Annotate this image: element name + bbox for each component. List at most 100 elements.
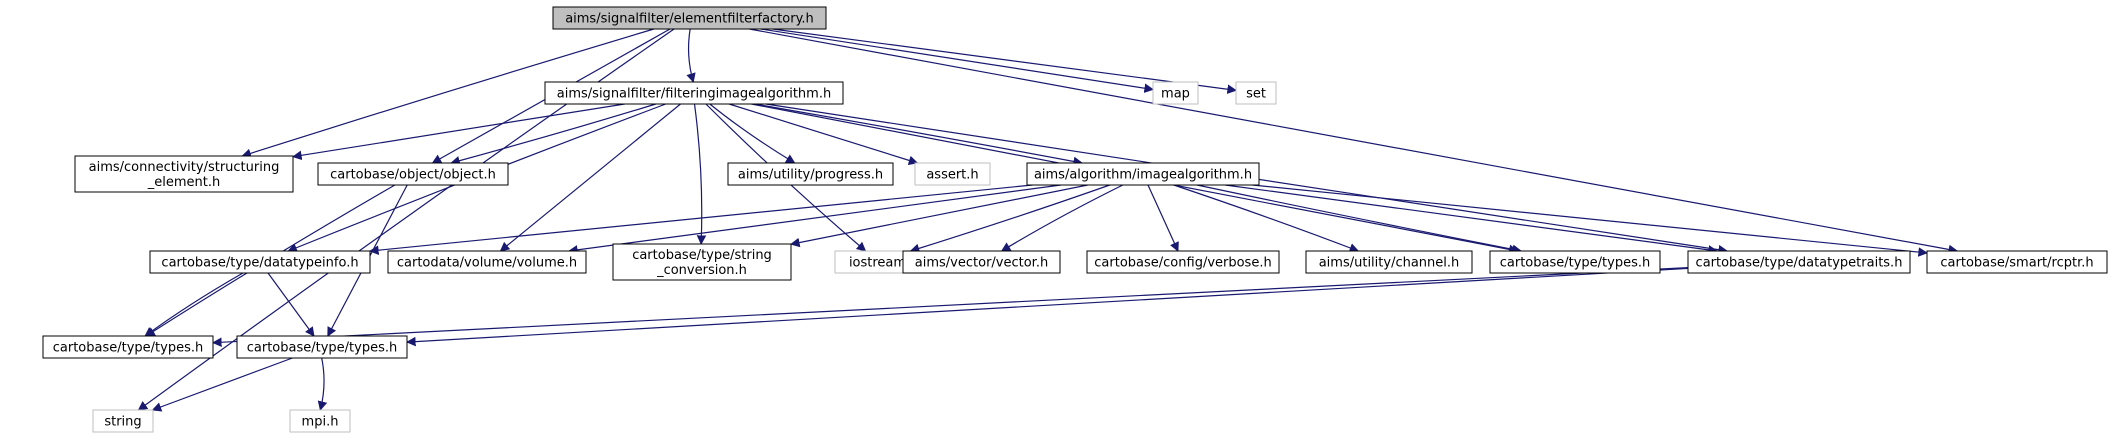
node-dtinfo[interactable]: cartobase/type/datatypeinfo.h	[149, 250, 371, 274]
edge-imagealgo-to-verbose	[1147, 184, 1179, 252]
edge-fia-to-strconv	[693, 103, 707, 245]
node-box	[236, 335, 408, 359]
node-label: aims/utility/progress.h	[738, 168, 883, 183]
node-box	[1305, 250, 1473, 274]
edge-imagealgo-to-types_r	[1196, 184, 1522, 255]
node-iostream: iostream	[834, 250, 921, 274]
node-channel[interactable]: aims/utility/channel.h	[1305, 250, 1473, 274]
node-vector[interactable]: aims/vector/vector.h	[902, 250, 1061, 274]
edge-root-to-set	[772, 28, 1237, 94]
edge-root-to-fia	[686, 28, 696, 83]
node-types_m[interactable]: cartobase/type/types.h	[236, 335, 408, 359]
edge-fia-to-assert	[728, 103, 919, 165]
node-map: map	[1152, 81, 1199, 105]
edge-dttraits-to-types_m	[406, 267, 1689, 347]
node-types_l[interactable]: cartobase/type/types.h	[42, 335, 214, 359]
node-volume[interactable]: cartodata/volume/volume.h	[387, 250, 587, 274]
node-box	[1489, 250, 1661, 274]
edge-fia-to-struct	[292, 103, 625, 161]
edge-types_m-to-string	[151, 357, 293, 412]
node-label: iostream	[849, 256, 906, 271]
node-mpi: mpi.h	[289, 409, 351, 433]
node-box	[74, 155, 294, 193]
node-label: aims/connectivity/structuring	[89, 160, 280, 175]
node-box	[902, 250, 1061, 274]
node-label: cartobase/type/types.h	[247, 341, 397, 356]
node-label: cartobase/type/datatypeinfo.h	[161, 256, 358, 271]
node-label: cartobase/type/types.h	[1500, 256, 1650, 271]
node-dttraits[interactable]: cartobase/type/datatypetraits.h	[1687, 250, 1911, 274]
node-label: cartobase/type/datatypetraits.h	[1696, 256, 1903, 271]
node-box	[552, 6, 827, 30]
node-box	[92, 409, 154, 433]
edge-fia-to-imagealgo	[754, 103, 1083, 167]
node-assert: assert.h	[914, 162, 991, 186]
edge-imagealgo-to-volume	[568, 184, 1062, 255]
edge-imagealgo-to-channel	[1173, 184, 1360, 253]
edge-imagealgo-to-strconv	[790, 184, 1088, 248]
node-box	[1235, 81, 1277, 105]
node-label: aims/algorithm/imagealgorithm.h	[1034, 168, 1252, 183]
node-label: cartobase/type/string	[632, 248, 772, 263]
edge-types_m-to-mpi	[317, 357, 328, 411]
node-strconv[interactable]: cartobase/type/string_conversion.h	[612, 243, 792, 281]
node-box	[1687, 250, 1911, 274]
node-label: string	[104, 415, 141, 430]
nodes-layer: aims/signalfilter/elementfilterfactory.h…	[42, 6, 2108, 433]
node-label: cartobase/type/types.h	[53, 341, 203, 356]
node-label: mpi.h	[302, 415, 339, 430]
node-label: aims/signalfilter/filteringimagealgorith…	[557, 87, 831, 102]
edge-dtinfo-to-types_l	[144, 272, 244, 337]
edge-root-to-map	[760, 28, 1154, 93]
edge-imagealgo-to-dtinfo	[369, 184, 1033, 255]
node-fia[interactable]: aims/signalfilter/filteringimagealgorith…	[544, 81, 844, 105]
node-label: cartobase/config/verbose.h	[1094, 256, 1271, 271]
node-box	[914, 162, 991, 186]
node-root[interactable]: aims/signalfilter/elementfilterfactory.h	[552, 6, 827, 30]
node-label: _conversion.h	[656, 263, 747, 278]
node-box	[1152, 81, 1199, 105]
edge-root-to-rcptr	[749, 28, 1959, 255]
node-types_r[interactable]: cartobase/type/types.h	[1489, 250, 1661, 274]
node-box	[727, 162, 894, 186]
node-verbose[interactable]: cartobase/config/verbose.h	[1086, 250, 1280, 274]
node-label: _element.h	[147, 175, 220, 190]
node-box	[1026, 162, 1260, 186]
node-label: cartobase/object/object.h	[330, 168, 496, 183]
node-imagealgo[interactable]: aims/algorithm/imagealgorithm.h	[1026, 162, 1260, 186]
node-box	[1086, 250, 1280, 274]
node-box	[149, 250, 371, 274]
node-box	[544, 81, 844, 105]
node-progress[interactable]: aims/utility/progress.h	[727, 162, 894, 186]
node-box	[1926, 250, 2108, 274]
node-box	[387, 250, 587, 274]
node-struct[interactable]: aims/connectivity/structuring_element.h	[74, 155, 294, 193]
edge-dtinfo-to-types_m	[267, 272, 315, 337]
edge-imagealgo-to-iostream	[909, 184, 1111, 254]
node-label: cartodata/volume/volume.h	[397, 256, 577, 271]
node-label: cartobase/smart/rcptr.h	[1940, 256, 2093, 271]
node-set: set	[1235, 81, 1277, 105]
edge-fia-to-volume	[499, 103, 681, 252]
edge-fia-to-progress	[709, 103, 796, 164]
edge-dttraits-to-types_l	[212, 267, 1689, 348]
node-string: string	[92, 409, 154, 433]
node-box	[317, 162, 509, 186]
edge-root-to-struct	[241, 28, 655, 158]
edge-imagealgo-to-rcptr	[1252, 184, 1928, 257]
node-rcptr[interactable]: cartobase/smart/rcptr.h	[1926, 250, 2108, 274]
node-box	[42, 335, 214, 359]
node-label: aims/signalfilter/elementfilterfactory.h	[565, 12, 814, 27]
node-label: map	[1161, 87, 1190, 102]
node-box	[612, 243, 792, 281]
edge-fia-to-object	[450, 103, 657, 166]
node-label: aims/vector/vector.h	[915, 256, 1048, 271]
edge-imagealgo-to-vector	[1000, 184, 1124, 252]
node-object[interactable]: cartobase/object/object.h	[317, 162, 509, 186]
edges-layer	[137, 28, 1959, 412]
node-label: set	[1246, 87, 1266, 102]
node-label: assert.h	[926, 168, 978, 183]
node-label: aims/utility/channel.h	[1319, 256, 1460, 271]
edge-imagealgo-to-dttraits	[1224, 184, 1718, 255]
